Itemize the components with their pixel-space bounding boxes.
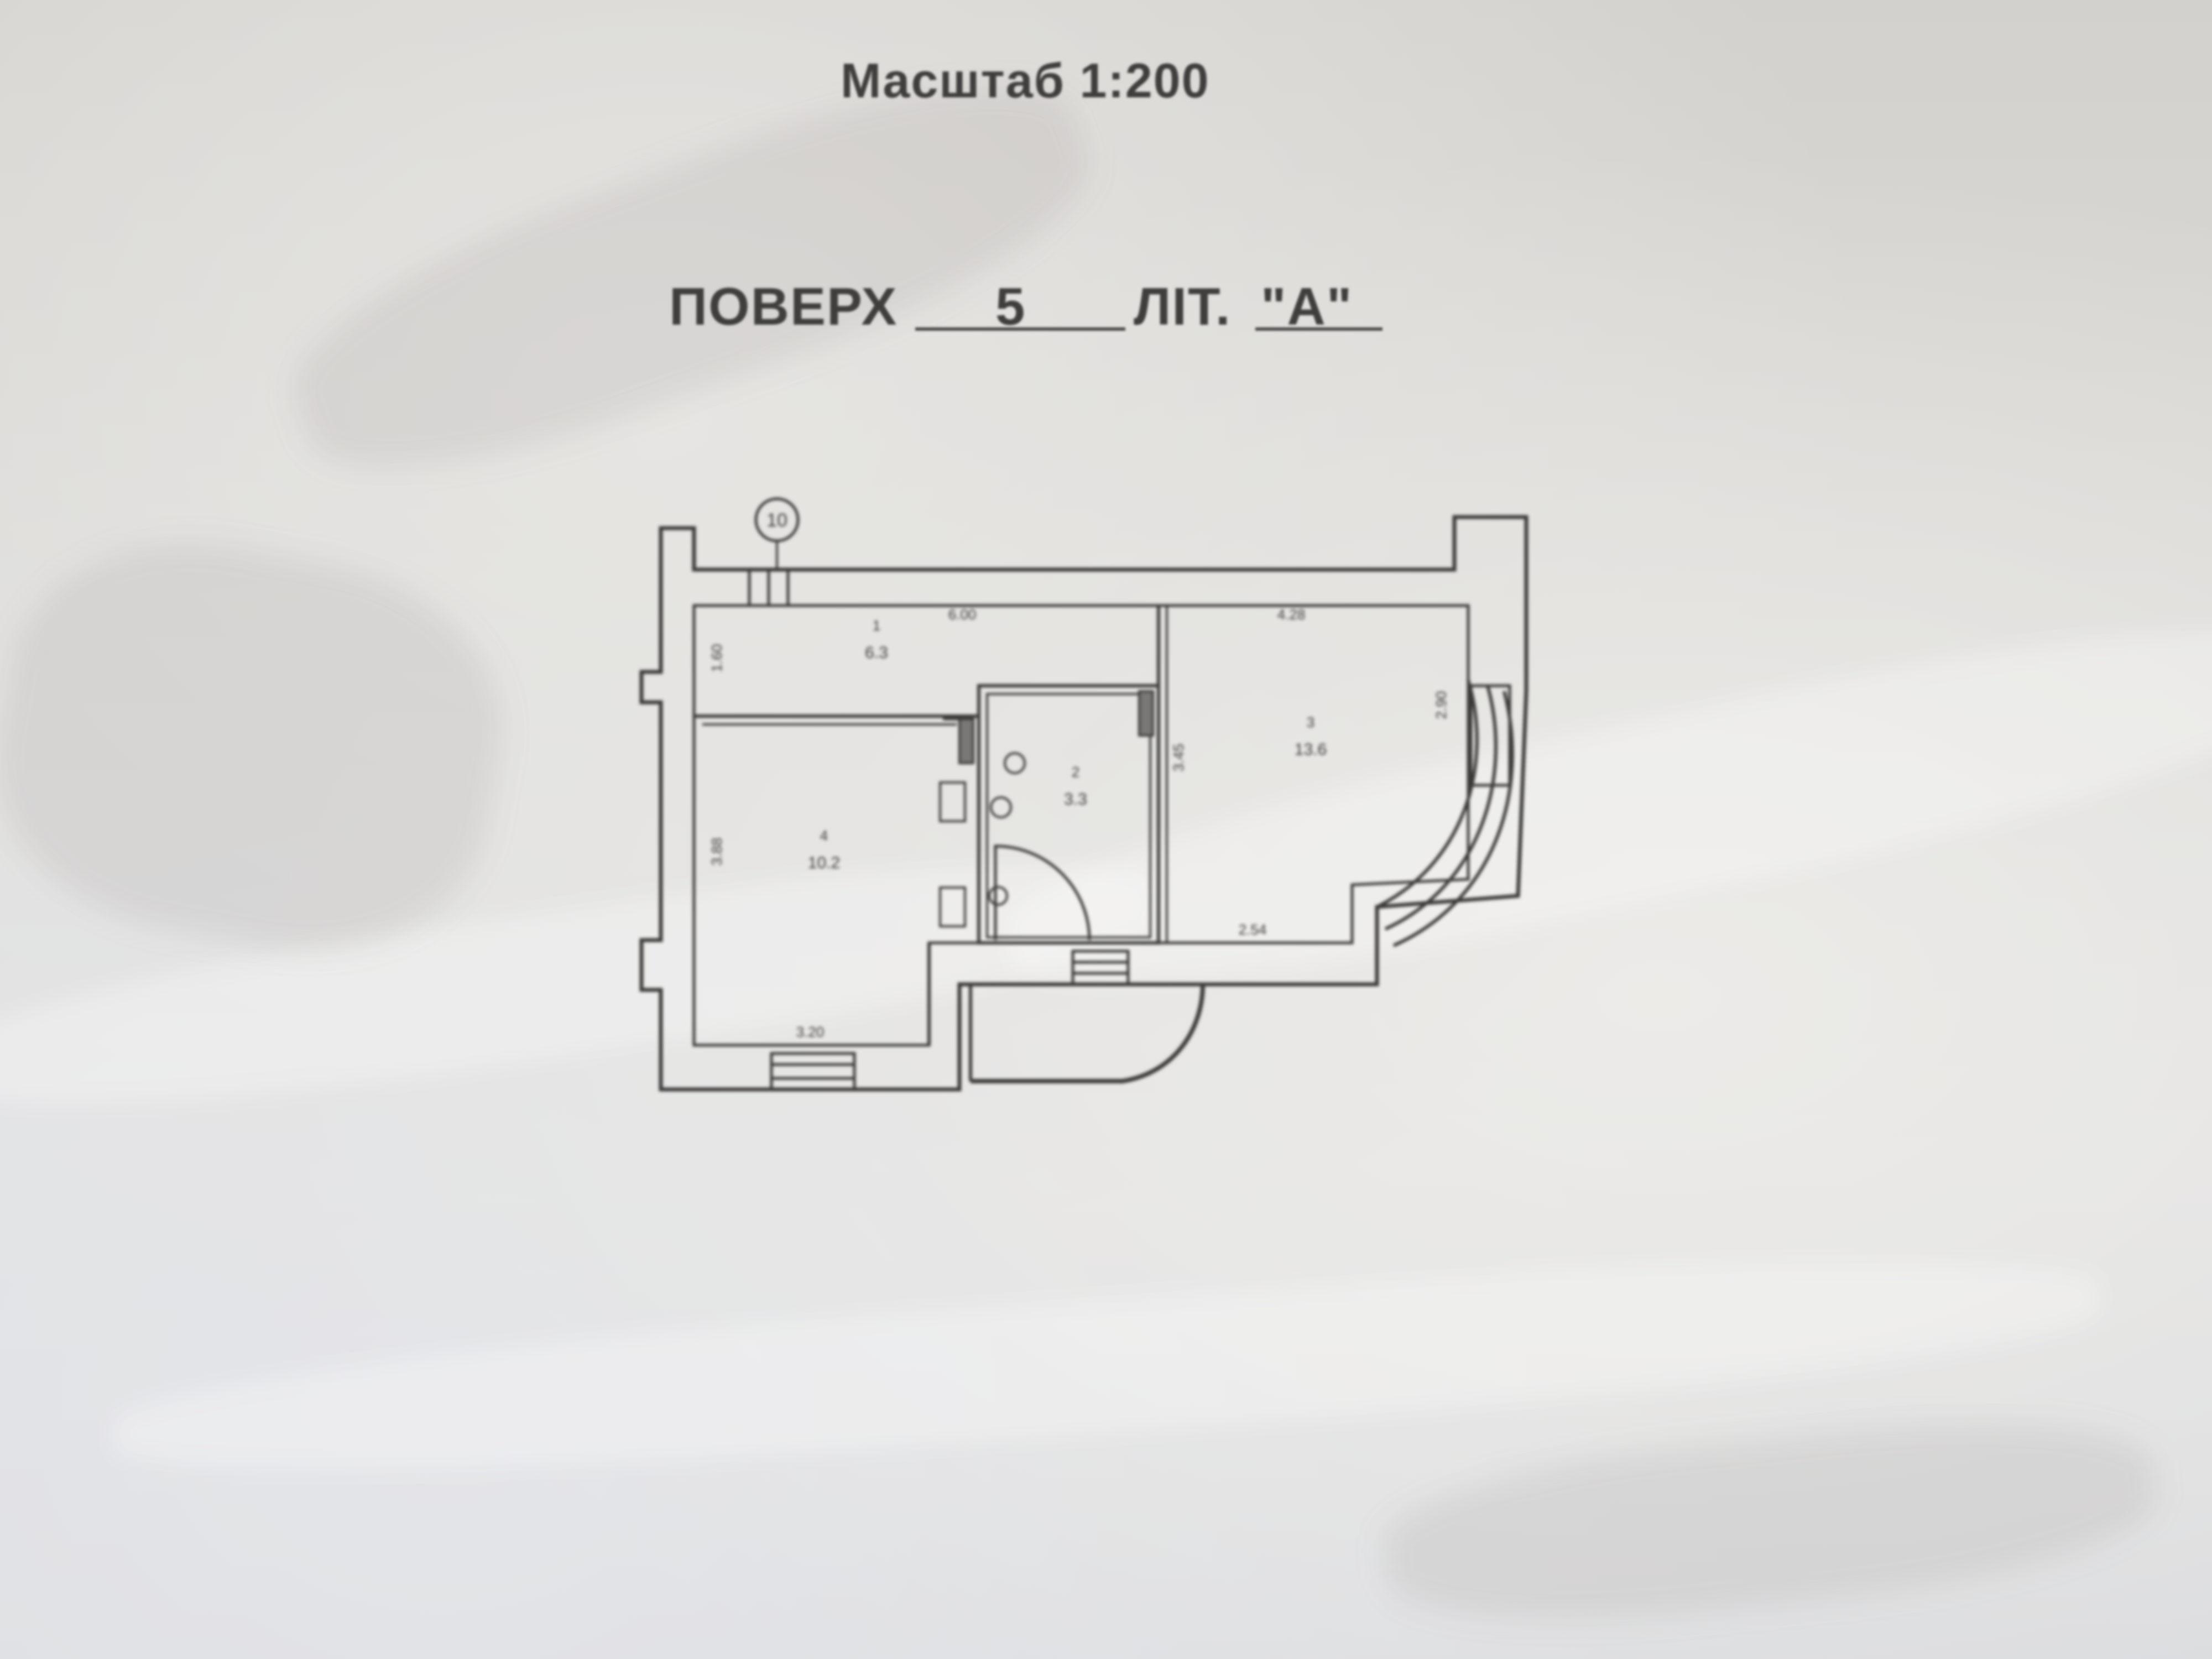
toilet-icon [990,796,1012,818]
sink-icon [939,886,966,927]
sink-icon [939,781,966,822]
window-bottom-left [770,1052,856,1091]
scale-label: Масштаб 1:200 [841,53,1210,108]
bay-curve-outer [1376,680,1479,909]
bay-curve-inner [1392,691,1514,947]
radiator-icon [1138,690,1154,737]
floor-label: ПОВЕРХ [669,277,898,336]
window-right [1469,684,1511,787]
dimensions: 6.00 4.28 1.60 2.90 3.45 3.88 3.20 2.54 [708,606,1449,1040]
floor-value: 5 [995,277,1026,336]
dim-room3-right: 2.90 [1433,691,1449,719]
fixtures [939,690,1154,927]
axis-number: 10 [766,510,787,531]
dim-left-corridor: 1.60 [708,644,725,672]
bay-curves [969,680,1514,1083]
bay-curve-mid [1384,685,1498,931]
drain-icon [988,886,1008,906]
toilet-icon [1004,752,1026,774]
dim-left-room: 3.88 [708,838,725,866]
room-3-number: 3 [1307,714,1314,731]
letter-value: "А" [1261,277,1353,336]
room-4-number: 4 [820,827,828,844]
dim-bottom-right: 2.54 [1239,921,1267,938]
room-2-number: 2 [1072,764,1079,780]
floor-heading: ПОВЕРХ 5 ЛІТ. "А" [669,276,1443,343]
room-1-area: 6.3 [865,644,888,662]
bathroom-walls-inner [986,693,1151,938]
floor-underline [915,327,1125,331]
room-1-number: 1 [873,617,880,634]
bathroom-door-swing [994,844,1091,941]
doors [943,633,1160,941]
window-balcony [1071,950,1130,986]
radiator-icon [958,718,974,764]
room-3-area: 13.6 [1295,740,1327,759]
room-2-area: 3.3 [1064,790,1087,808]
dim-bottom-left: 3.20 [796,1024,825,1040]
interior-walls [694,606,1168,1045]
room-4-area: 10.2 [808,854,840,872]
outer-walls [639,515,1528,1092]
dim-top-left: 6.00 [948,606,977,623]
room-labels: 1 6.3 2 3.3 3 13.6 4 10.2 [808,617,1327,872]
windows [748,568,1511,1091]
balcony-curve [971,984,1205,1083]
dim-partition: 3.45 [1170,744,1187,772]
letter-underline [1255,327,1383,331]
dim-top-right: 4.28 [1277,606,1306,623]
letter-label: ЛІТ. [1134,277,1232,336]
axis-marker: 10 [754,497,800,570]
bathroom-walls [977,684,1160,945]
